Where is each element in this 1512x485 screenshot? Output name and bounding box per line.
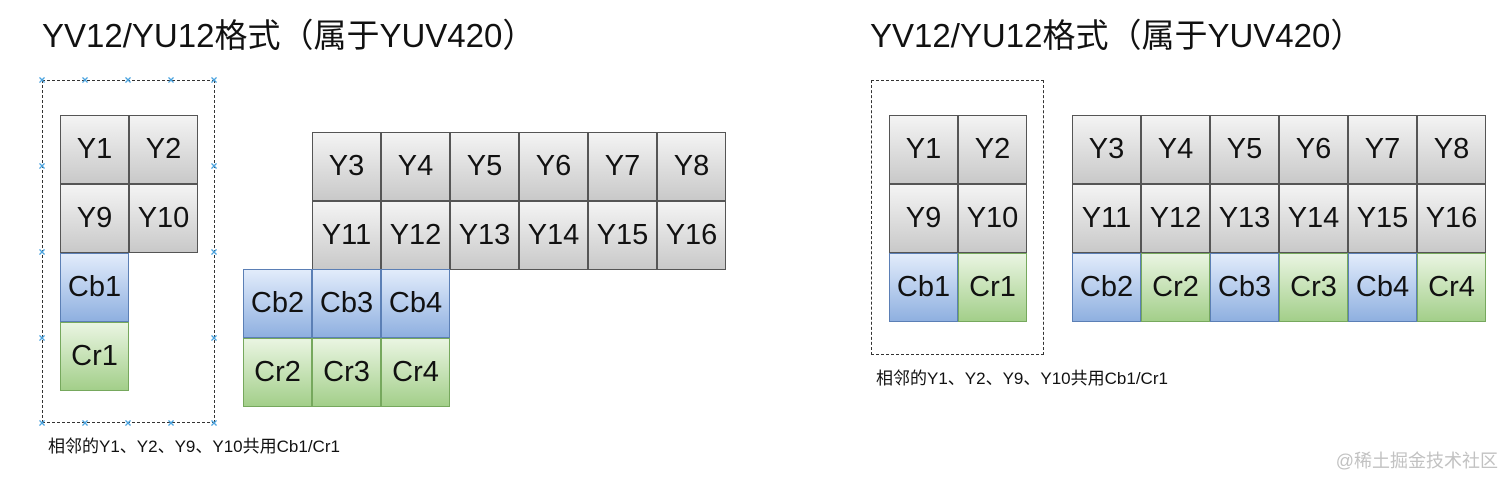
- right-cell: Y12: [1141, 184, 1210, 253]
- selection-handle[interactable]: ×: [210, 245, 218, 259]
- left-cell: Y9: [60, 184, 129, 253]
- right-cell: Cb1: [889, 253, 958, 322]
- selection-handle[interactable]: ×: [38, 245, 46, 259]
- left-cell: Y16: [657, 201, 726, 270]
- right-cell: Y13: [1210, 184, 1279, 253]
- left-cell: Y3: [312, 132, 381, 201]
- selection-handle[interactable]: ×: [38, 159, 46, 173]
- left-cell: Y5: [450, 132, 519, 201]
- right-cell: Y8: [1417, 115, 1486, 184]
- right-cell: Y16: [1417, 184, 1486, 253]
- selection-handle[interactable]: ×: [210, 73, 218, 87]
- selection-handle[interactable]: ×: [81, 416, 89, 430]
- right-cell: Cr3: [1279, 253, 1348, 322]
- right-group-box: [871, 80, 1044, 355]
- right-cell: Y6: [1279, 115, 1348, 184]
- right-cell: Y15: [1348, 184, 1417, 253]
- right-cell: Y2: [958, 115, 1027, 184]
- left-cell: Cr1: [60, 322, 129, 391]
- selection-handle[interactable]: ×: [124, 73, 132, 87]
- right-cell: Y10: [958, 184, 1027, 253]
- left-cell: Y14: [519, 201, 588, 270]
- left-cell: Cr2: [243, 338, 312, 407]
- left-cell: Cb2: [243, 269, 312, 338]
- left-cell: Y13: [450, 201, 519, 270]
- right-cell: Y9: [889, 184, 958, 253]
- watermark: @稀土掘金技术社区: [1335, 451, 1498, 471]
- right-cell: Y14: [1279, 184, 1348, 253]
- right-cell: Cr2: [1141, 253, 1210, 322]
- selection-handle[interactable]: ×: [38, 416, 46, 430]
- left-cell: Cr4: [381, 338, 450, 407]
- right-cell: Cr1: [958, 253, 1027, 322]
- left-selection-box[interactable]: [42, 80, 215, 423]
- right-cell: Y11: [1072, 184, 1141, 253]
- left-cell: Y12: [381, 201, 450, 270]
- selection-handle[interactable]: ×: [124, 416, 132, 430]
- selection-handle[interactable]: ×: [167, 416, 175, 430]
- right-cell: Y5: [1210, 115, 1279, 184]
- right-cell: Cb3: [1210, 253, 1279, 322]
- right-cell: Y4: [1141, 115, 1210, 184]
- right-cell: Y3: [1072, 115, 1141, 184]
- right-cell: Y1: [889, 115, 958, 184]
- left-cell: Y4: [381, 132, 450, 201]
- right-cell: Y7: [1348, 115, 1417, 184]
- right-cell: Cb2: [1072, 253, 1141, 322]
- left-cell: Y8: [657, 132, 726, 201]
- left-cell: Cr3: [312, 338, 381, 407]
- left-cell: Y15: [588, 201, 657, 270]
- selection-handle[interactable]: ×: [210, 416, 218, 430]
- left-cell: Cb4: [381, 269, 450, 338]
- left-cell: Y7: [588, 132, 657, 201]
- right-diagram-title: YV12/YU12格式（属于YUV420）: [870, 17, 1364, 54]
- left-cell: Cb3: [312, 269, 381, 338]
- right-cell: Cb4: [1348, 253, 1417, 322]
- selection-handle[interactable]: ×: [38, 73, 46, 87]
- right-caption: 相邻的Y1、Y2、Y9、Y10共用Cb1/Cr1: [876, 369, 1168, 388]
- left-diagram-title: YV12/YU12格式（属于YUV420）: [42, 17, 536, 54]
- left-cell: Y1: [60, 115, 129, 184]
- selection-handle[interactable]: ×: [81, 73, 89, 87]
- left-cell: Y10: [129, 184, 198, 253]
- left-cell: Y6: [519, 132, 588, 201]
- selection-handle[interactable]: ×: [210, 159, 218, 173]
- left-cell: Cb1: [60, 253, 129, 322]
- right-cell: Cr4: [1417, 253, 1486, 322]
- left-cell: Y2: [129, 115, 198, 184]
- selection-handle[interactable]: ×: [167, 73, 175, 87]
- selection-handle[interactable]: ×: [210, 331, 218, 345]
- left-caption: 相邻的Y1、Y2、Y9、Y10共用Cb1/Cr1: [48, 437, 340, 456]
- selection-handle[interactable]: ×: [38, 331, 46, 345]
- left-cell: Y11: [312, 201, 381, 270]
